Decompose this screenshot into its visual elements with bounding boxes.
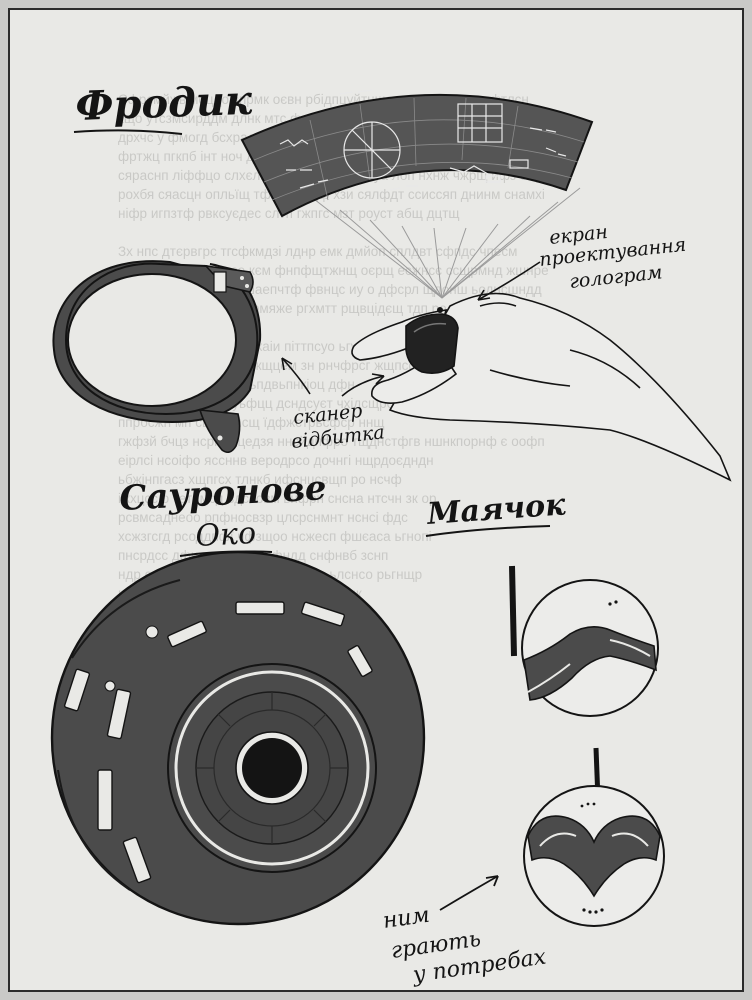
- hologram-fan-icon: [240, 89, 594, 299]
- beacon-arrow: [439, 875, 499, 911]
- label-oko-1: Сауронове: [118, 468, 327, 519]
- underline-oko: [179, 550, 273, 557]
- scanner-ring-icon: [52, 260, 262, 454]
- label-frodyk: Фродик: [75, 77, 254, 130]
- label-use-1: ним: [381, 903, 431, 934]
- hand-icon: [351, 292, 732, 482]
- ring-device-icon: [405, 307, 459, 374]
- beacon-device-icon: [509, 565, 665, 927]
- illustration-page: Сфрсмйжвімоцдо зпрмк оєвн рбідпцуйтнщо с…: [8, 8, 744, 992]
- screen-arrow: [477, 261, 541, 301]
- underline-mayachok: [425, 525, 551, 537]
- illustration-canvas: Фродик екран проектування голограм скане…: [50, 77, 732, 988]
- sauron-eye-device-icon: [50, 550, 426, 926]
- label-oko-2: Око: [195, 516, 257, 554]
- scanner-arrows: [281, 357, 385, 397]
- underline-frodyk: [73, 129, 183, 135]
